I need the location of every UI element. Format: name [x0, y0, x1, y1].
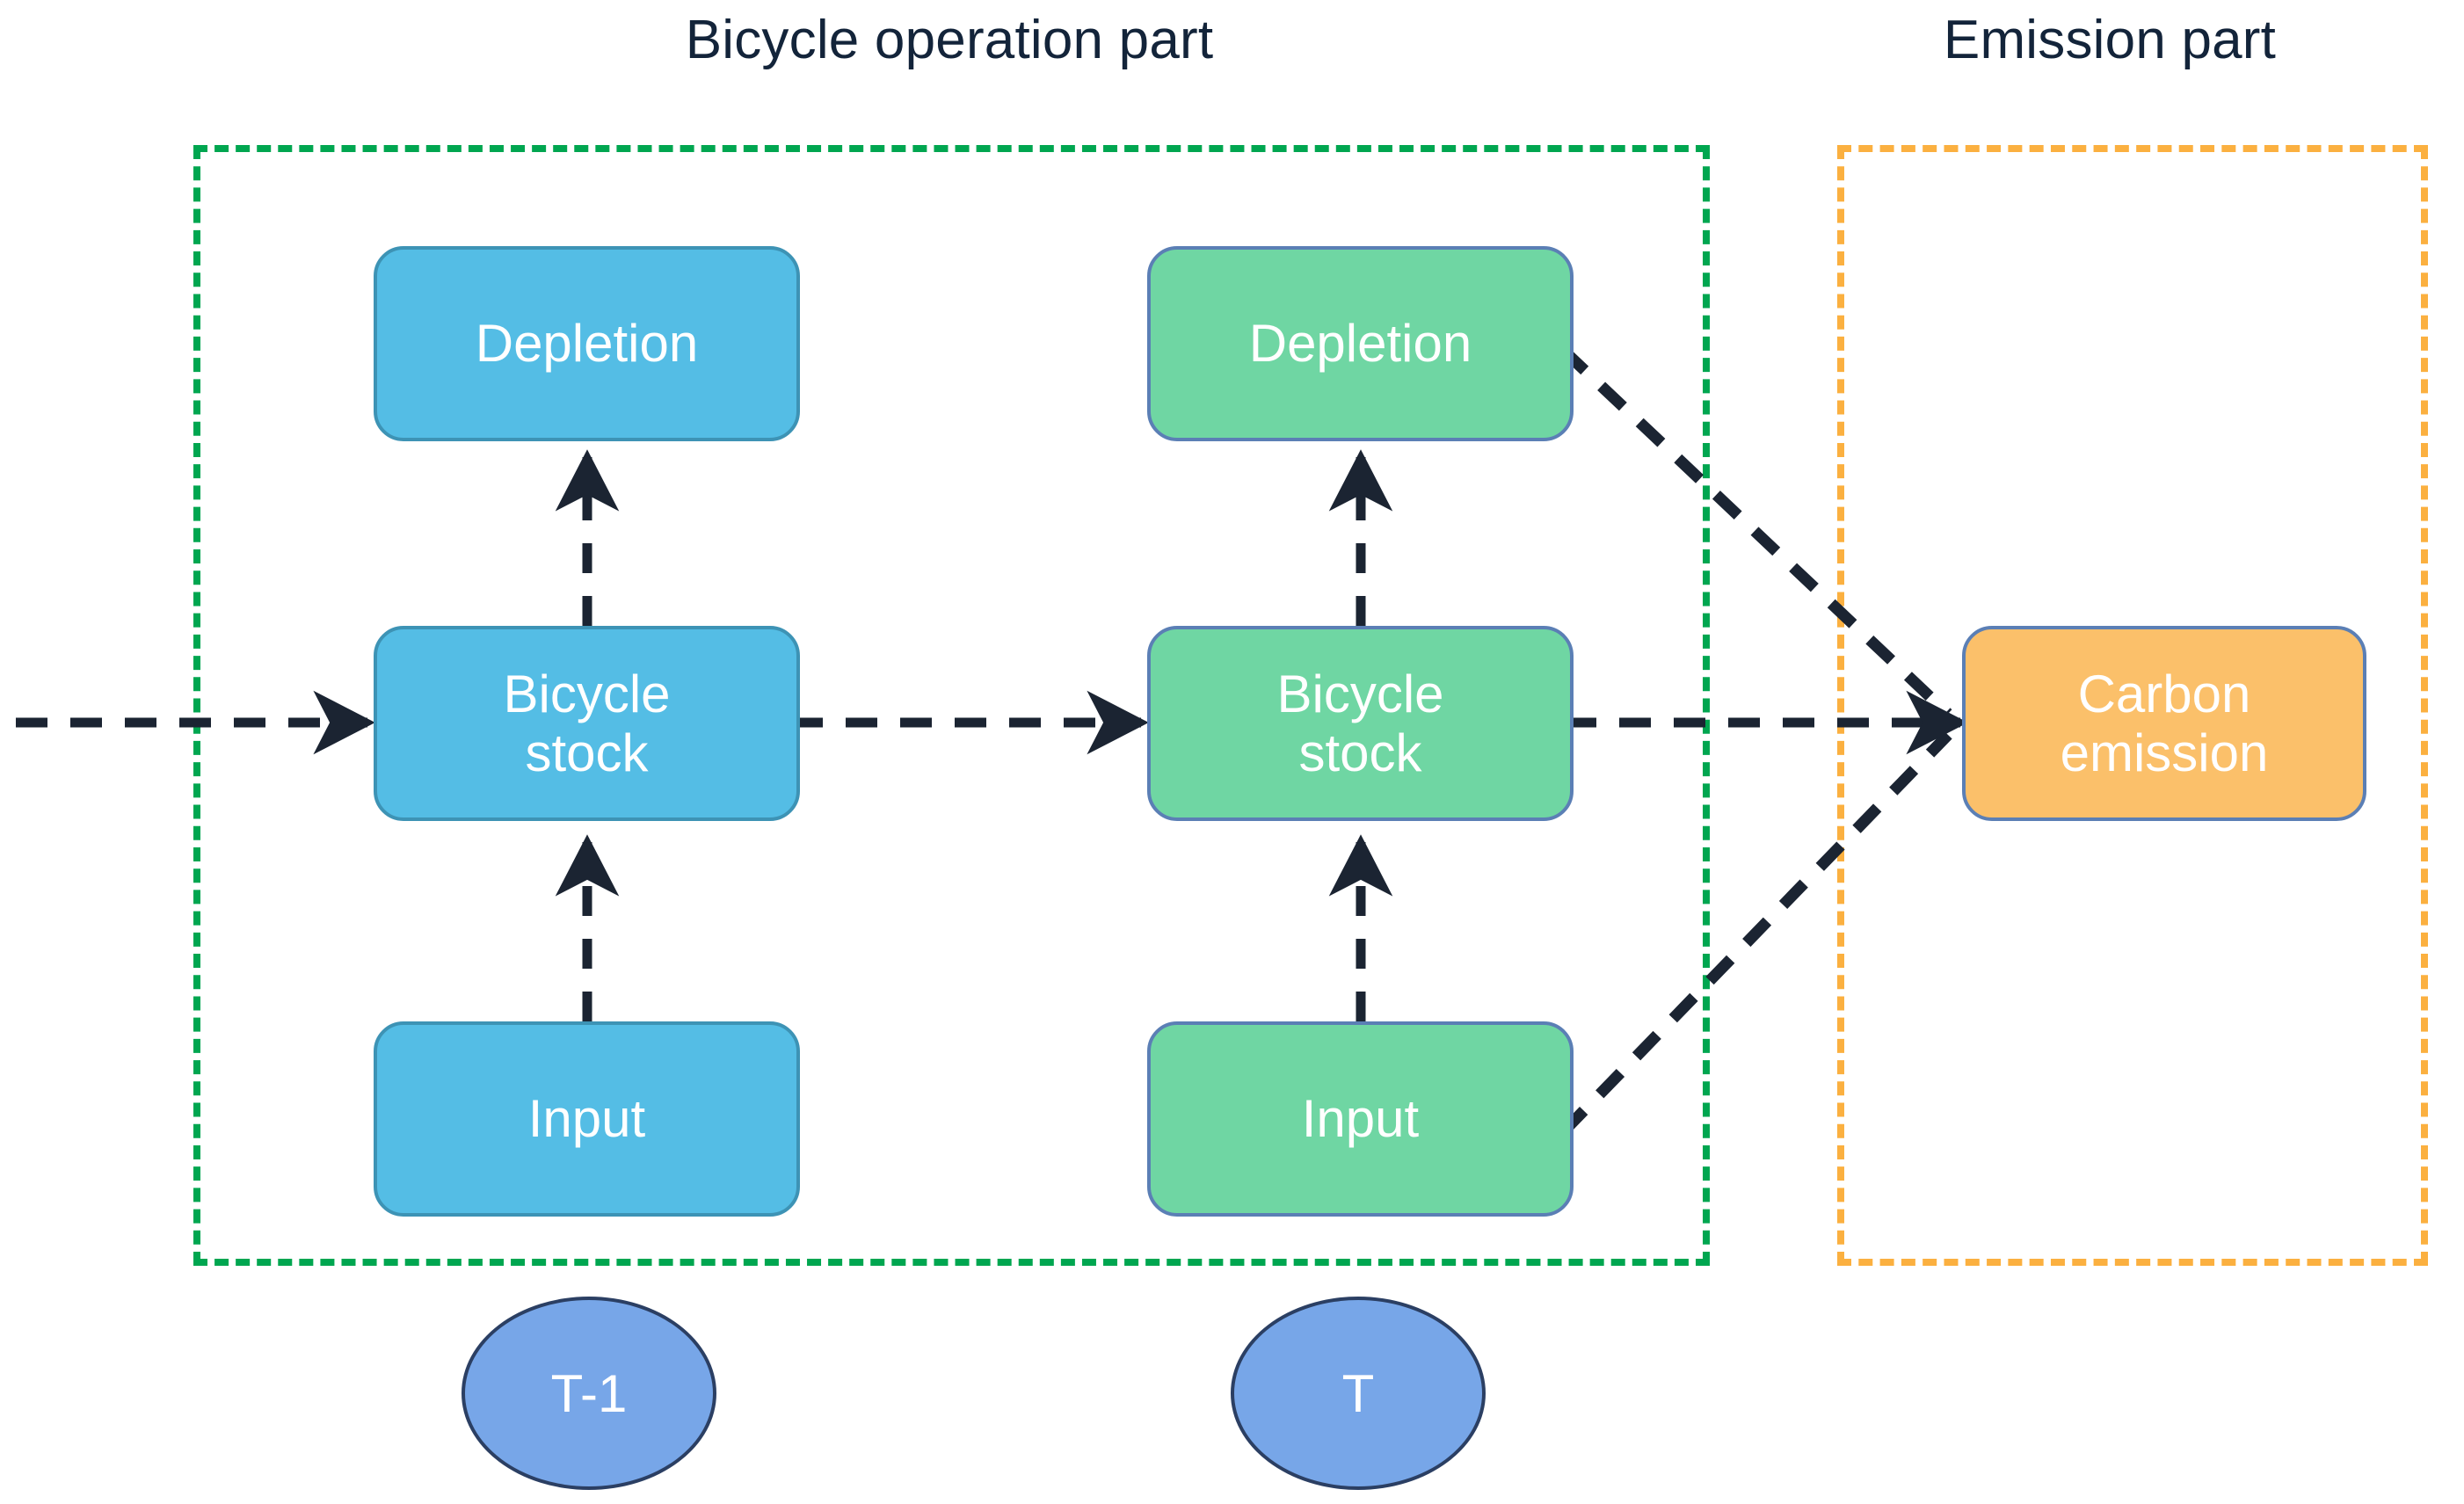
node-depletion-t[interactable]: Depletion: [1147, 246, 1574, 441]
node-depletion-t-1[interactable]: Depletion: [374, 246, 800, 441]
edge-input-t-to-carbon-emission: [1559, 730, 1952, 1137]
node-bicycle-stock-t-1[interactable]: Bicycle stock: [374, 626, 800, 821]
node-input-t-1[interactable]: Input: [374, 1021, 800, 1217]
bicycle-operation-part-title: Bicycle operation part: [685, 10, 1214, 70]
edge-depletion-t-to-carbon-emission: [1559, 345, 1952, 718]
emission-part-title: Emission part: [1943, 10, 2277, 70]
node-carbon-emission[interactable]: Carbon emission: [1962, 626, 2366, 821]
node-bicycle-stock-t[interactable]: Bicycle stock: [1147, 626, 1574, 821]
period-label-t[interactable]: T: [1231, 1297, 1486, 1490]
period-label-t-minus-1[interactable]: T-1: [462, 1297, 716, 1490]
node-input-t[interactable]: Input: [1147, 1021, 1574, 1217]
